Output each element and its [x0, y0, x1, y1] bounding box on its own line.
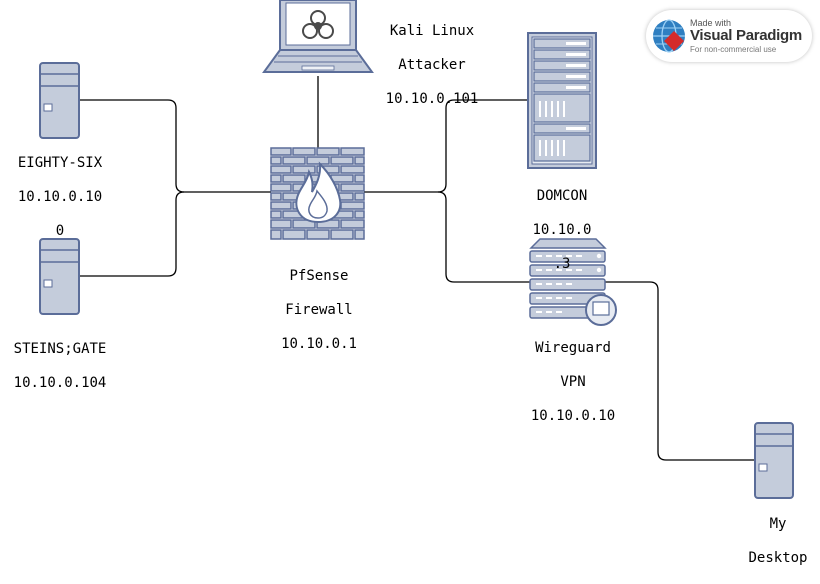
laptop-icon — [262, 0, 374, 73]
kali-ip: 10.10.0.101 — [385, 91, 479, 107]
eighty-six-name: EIGHTY-SIX — [17, 155, 103, 171]
eighty-six-ip-tail: 0 — [55, 223, 65, 239]
link-steins-gate-firewall — [80, 191, 185, 277]
domcon-label: DOMCON 10.10.0 .3 — [512, 171, 612, 290]
steins-gate-label: STEINS;GATE 10.10.0.104 — [0, 324, 120, 409]
domcon-ip: 10.10.0 — [532, 222, 592, 238]
eighty-six-label: EIGHTY-SIX 10.10.0.10 0 — [0, 138, 120, 257]
visual-paradigm-badge: Made with Visual Paradigm For non-commer… — [646, 10, 812, 62]
badge-note: For non-commercial use — [690, 45, 777, 54]
eighty-six-ip: 10.10.0.10 — [17, 189, 103, 205]
steins-gate-tower-icon — [39, 238, 80, 315]
domcon-ip-tail: .3 — [553, 256, 571, 272]
wireguard-ip: 10.10.0.10 — [530, 408, 616, 424]
network-diagram — [39, 0, 794, 499]
connectors — [80, 76, 756, 461]
my-desktop-tower-icon — [754, 422, 794, 499]
eighty-six-tower-icon — [39, 62, 80, 139]
link-firewall-wireguard — [437, 191, 530, 283]
link-eighty-six-firewall — [80, 99, 272, 193]
wireguard-line2: VPN — [560, 374, 586, 390]
kali-line1: Kali Linux — [389, 23, 475, 39]
globe-logo-icon — [653, 19, 685, 53]
my-desktop-label: My Desktop — [738, 499, 818, 584]
steins-gate-name: STEINS;GATE — [13, 341, 107, 357]
badge-made-with: Made with — [690, 18, 732, 28]
wireguard-line1: Wireguard — [535, 340, 611, 356]
pfsense-line2: Firewall — [285, 302, 353, 318]
badge-brand: Visual Paradigm — [690, 27, 802, 44]
my-desktop-line2: Desktop — [748, 550, 808, 566]
vpn-server-icon — [529, 238, 617, 326]
firewall-icon — [270, 147, 365, 240]
pfsense-ip: 10.10.0.1 — [281, 336, 357, 352]
pfsense-line1: PfSense — [289, 268, 349, 284]
wireguard-label: Wireguard VPN 10.10.0.10 — [513, 323, 633, 442]
pfsense-label: PfSense Firewall 10.10.0.1 — [259, 251, 379, 370]
kali-label: Kali Linux Attacker 10.10.0.101 — [372, 6, 492, 125]
link-firewall-domcon — [364, 99, 528, 193]
server-rack-icon — [527, 32, 597, 169]
my-desktop-line1: My — [769, 516, 787, 532]
domcon-name: DOMCON — [536, 188, 588, 204]
kali-line2: Attacker — [398, 57, 466, 73]
link-wireguard-desktop — [604, 281, 756, 461]
biohazard-icon — [302, 10, 334, 39]
steins-gate-ip: 10.10.0.104 — [13, 375, 107, 391]
